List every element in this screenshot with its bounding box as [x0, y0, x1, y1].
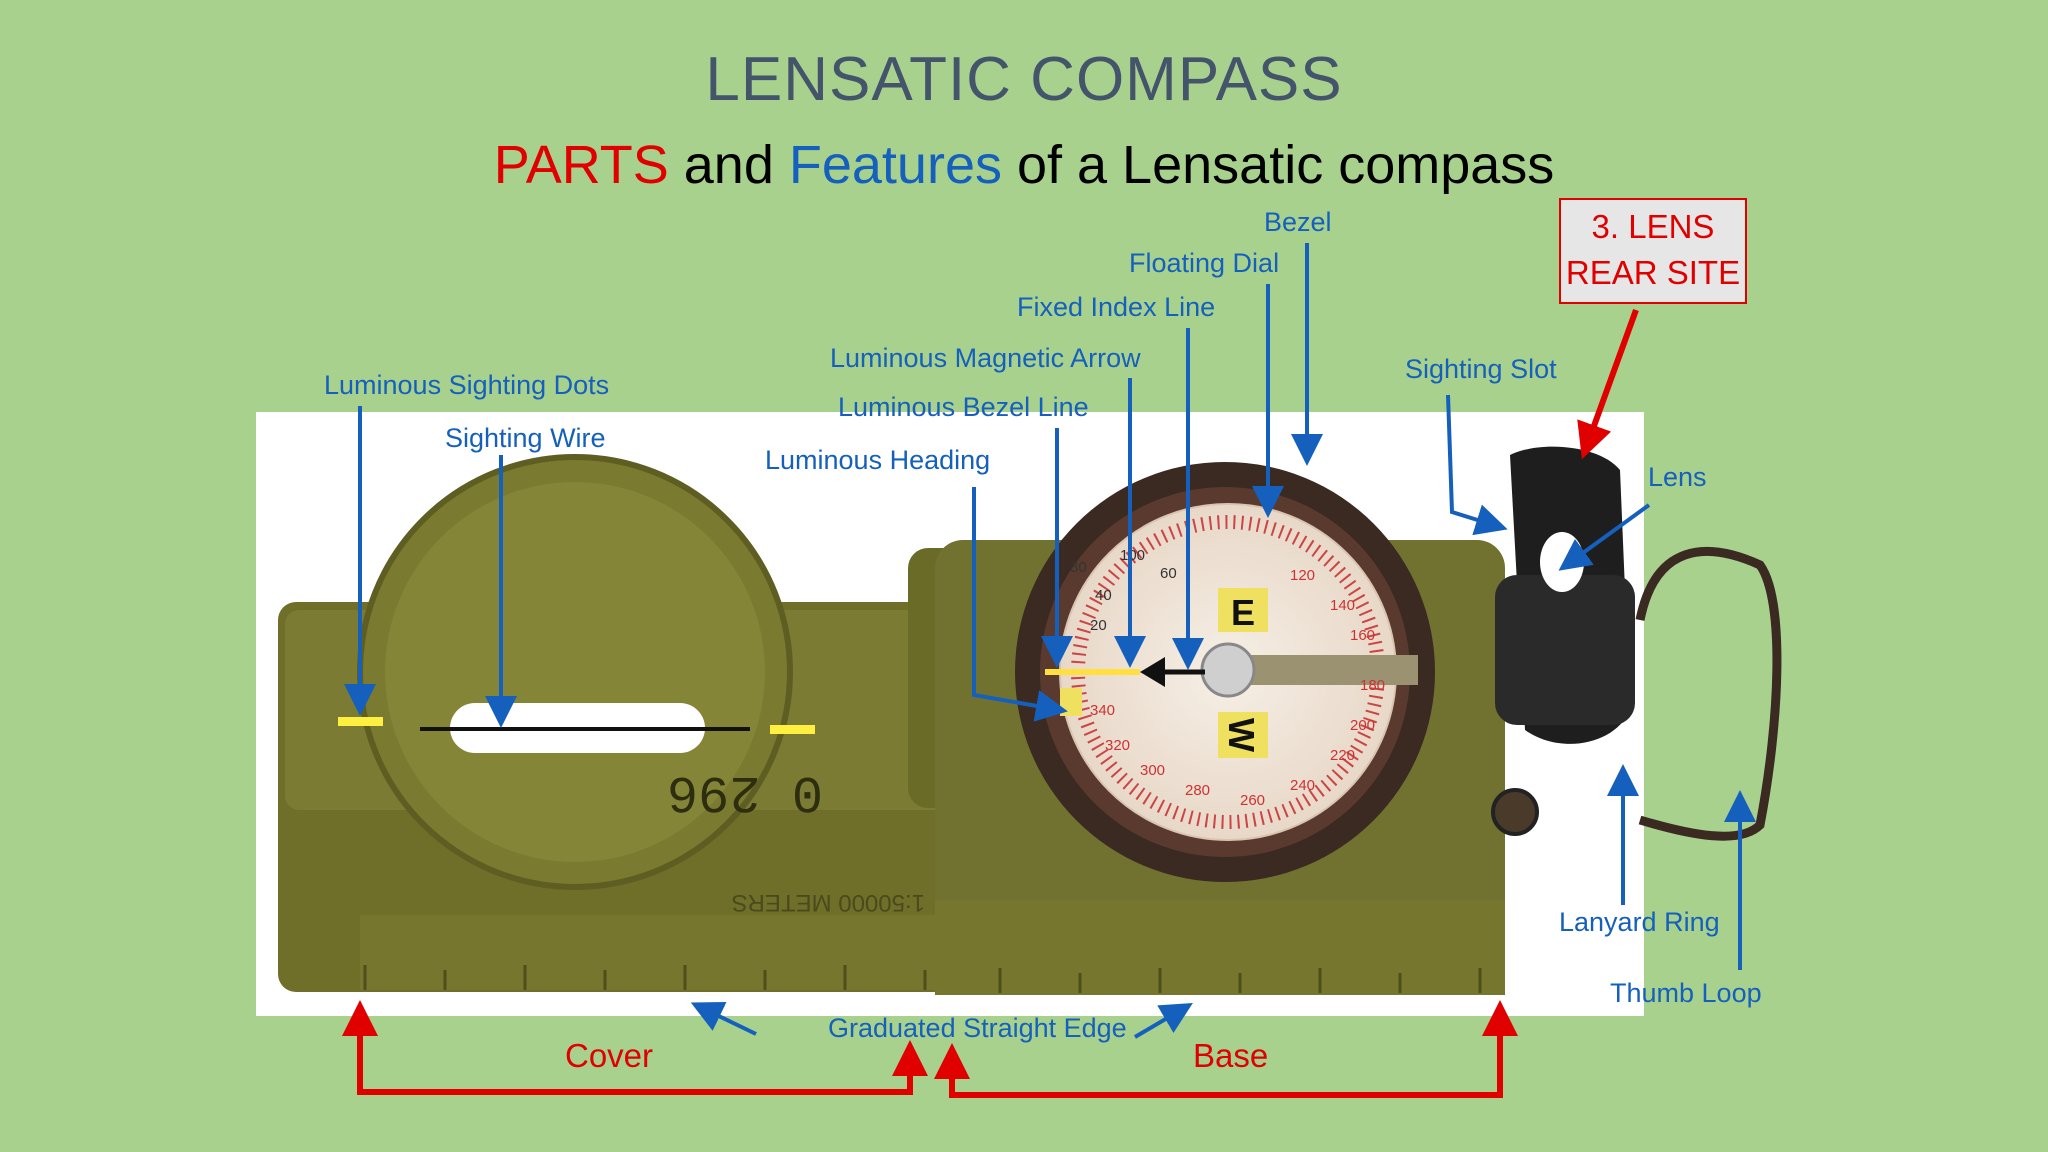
label-lanyard-ring: Lanyard Ring — [1559, 907, 1720, 937]
dial-160: 160 — [1350, 627, 1375, 644]
arrow-lens — [1558, 503, 1651, 571]
label-base: Base — [1193, 1037, 1269, 1074]
dial-340: 340 — [1090, 702, 1115, 719]
lens-rear-site-line1: 3. LENS — [1591, 208, 1715, 245]
label-luminous-magnetic-arrow: Luminous Magnetic Arrow — [830, 343, 1141, 373]
dial-300: 300 — [1140, 762, 1165, 779]
lens-aperture — [1540, 532, 1584, 592]
arrow-luminous-heading — [972, 487, 1068, 722]
page-title: LENSATIC COMPASS — [705, 45, 1343, 114]
dial-240: 240 — [1290, 777, 1315, 794]
label-thumb-loop: Thumb Loop — [1610, 978, 1762, 1008]
label-cover: Cover — [565, 1037, 654, 1074]
dial-140: 140 — [1330, 597, 1355, 614]
cover-serial: 0 296 — [667, 762, 823, 821]
arrow-graduated-edge-base — [1133, 1002, 1193, 1039]
dial-320: 320 — [1105, 737, 1130, 754]
label-fixed-index-line: Fixed Index Line — [1017, 292, 1216, 322]
thumb-loop-wire — [1635, 547, 1782, 841]
subtitle-parts: PARTS — [493, 135, 669, 195]
dial-80: 80 — [1070, 559, 1087, 576]
label-luminous-bezel-line: Luminous Bezel Line — [838, 392, 1089, 422]
bracket-base-right — [952, 1000, 1518, 1098]
luminous-dot-right — [770, 725, 815, 734]
dial-120: 120 — [1290, 567, 1315, 584]
dial-letter-w: W — [1221, 718, 1262, 752]
subtitle-and: and — [668, 135, 789, 195]
bracket-cover-right — [360, 1040, 928, 1095]
base-ruler-ticks — [998, 968, 1482, 993]
label-luminous-heading: Luminous Heading — [765, 445, 991, 475]
dial-180: 180 — [1360, 677, 1385, 694]
label-graduated-straight-edge: Graduated Straight Edge — [828, 1013, 1127, 1043]
dial-200: 200 — [1350, 717, 1375, 734]
dial-100: 100 — [1120, 547, 1145, 564]
lanyard-ring — [1491, 788, 1539, 836]
dial-220: 220 — [1330, 747, 1355, 764]
magnetic-arrow — [1140, 657, 1165, 687]
cover-ruler-ticks — [363, 965, 927, 990]
subtitle-rest: of a Lensatic compass — [1001, 135, 1555, 195]
dial-pivot — [1200, 642, 1256, 698]
dial-260: 260 — [1240, 792, 1265, 809]
dial-60: 60 — [1160, 565, 1177, 582]
compass-base: E W 80 100 120 140 160 180 200 220 240 2… — [732, 462, 1505, 995]
arrow-graduated-edge-cover — [690, 1002, 757, 1036]
label-sighting-slot: Sighting Slot — [1405, 354, 1557, 384]
compass-cover: 0 296 — [278, 454, 968, 992]
dial-280: 280 — [1185, 782, 1210, 799]
label-lens: Lens — [1648, 462, 1707, 492]
subtitle-features: Features — [788, 135, 1002, 195]
label-luminous-sighting-dots: Luminous Sighting Dots — [324, 370, 610, 400]
label-floating-dial: Floating Dial — [1129, 248, 1280, 278]
rear-sight-assembly — [1491, 446, 1782, 841]
base-scale-text: 1:50000 METERS — [732, 889, 925, 916]
lens-rear-site-line2: REAR SITE — [1565, 254, 1741, 291]
dial-letter-e: E — [1231, 592, 1255, 633]
label-bezel: Bezel — [1264, 207, 1332, 237]
luminous-dot-left — [338, 717, 383, 726]
label-sighting-wire: Sighting Wire — [445, 423, 606, 453]
page-subtitle: PARTS and Features of a Lensatic compass — [0, 134, 2048, 196]
dial-40: 40 — [1095, 587, 1112, 604]
arrow-lens-rear-site — [1577, 308, 1639, 460]
lens-rear-site-box: 3. LENS REAR SITE — [1559, 198, 1747, 304]
dial-20: 20 — [1090, 617, 1107, 634]
arrow-sighting-slot — [1446, 394, 1508, 536]
